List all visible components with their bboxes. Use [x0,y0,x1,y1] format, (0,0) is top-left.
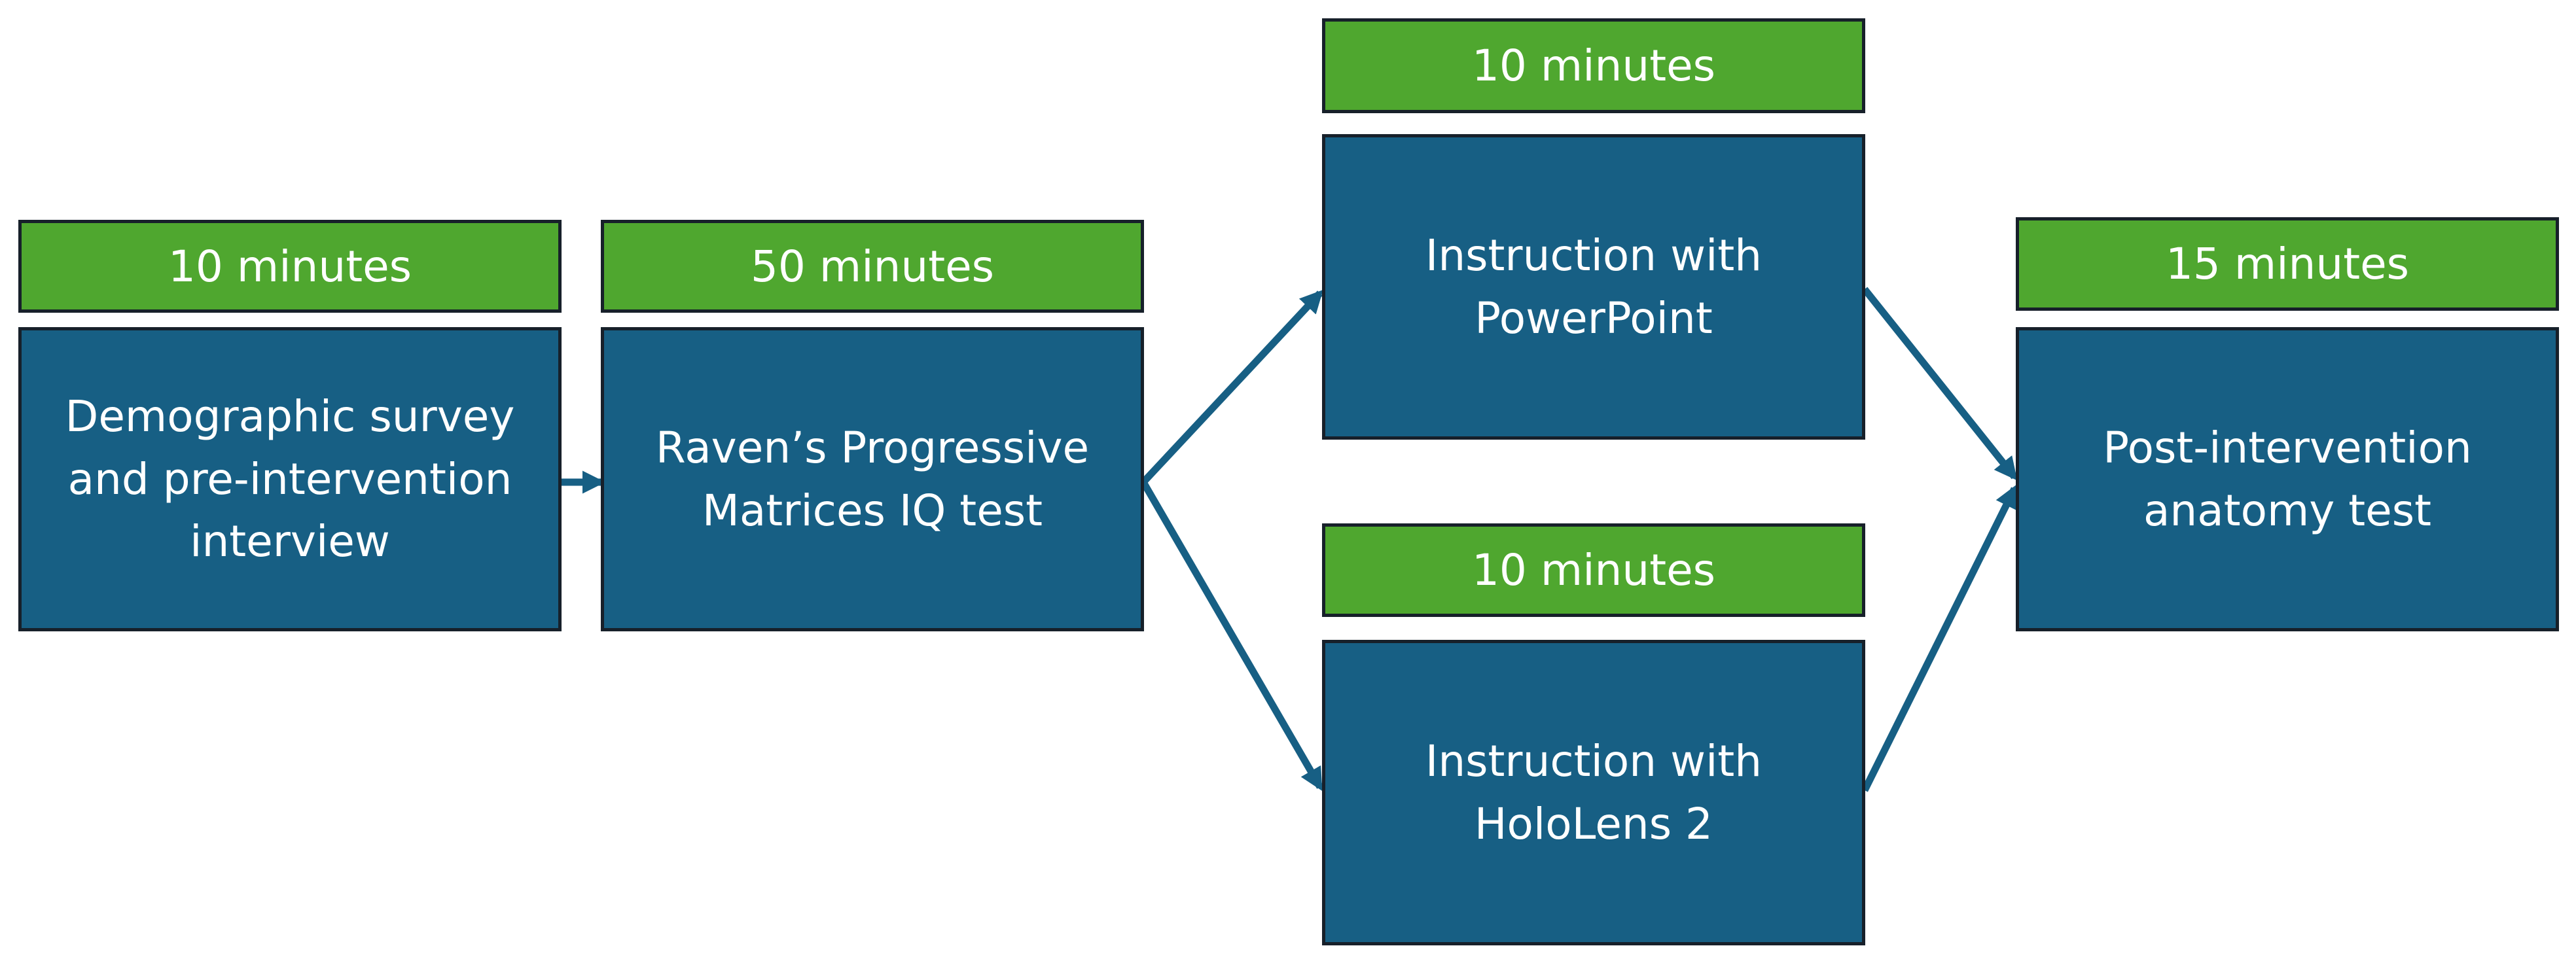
duration-powerpoint: 10 minutes [1322,18,1865,113]
step-raven-iq-test: Raven’s Progressive Matrices IQ test [601,327,1144,631]
arrow-raven-to-powerpoint [1140,289,1323,485]
step-demographic-survey-label: Demographic survey and pre-intervention … [65,391,515,567]
step-raven-iq-test-label: Raven’s Progressive Matrices IQ test [655,422,1090,536]
step-instruction-hololens: Instruction with HoloLens 2 [1322,640,1865,945]
duration-survey-label: 10 minutes [168,241,412,292]
arrow-powerpoint-to-posttest [1861,287,2018,481]
duration-posttest: 15 minutes [2016,217,2559,311]
duration-posttest-label: 15 minutes [2165,239,2410,289]
duration-hololens-label: 10 minutes [1471,545,1716,595]
duration-raven-label: 50 minutes [750,241,995,292]
step-post-intervention-test: Post-intervention anatomy test [2016,327,2559,631]
arrow-hololens-to-posttest [1861,484,2018,792]
duration-powerpoint-label: 10 minutes [1471,41,1716,91]
step-demographic-survey: Demographic survey and pre-intervention … [18,327,562,631]
step-post-intervention-test-label: Post-intervention anatomy test [2103,422,2472,536]
step-instruction-hololens-label: Instruction with HoloLens 2 [1425,735,1762,849]
step-instruction-powerpoint-label: Instruction with PowerPoint [1425,230,1762,343]
duration-hololens: 10 minutes [1322,523,1865,617]
duration-survey: 10 minutes [18,220,562,313]
duration-raven: 50 minutes [601,220,1144,313]
step-instruction-powerpoint: Instruction with PowerPoint [1322,134,1865,440]
arrow-raven-to-hololens [1140,480,1323,792]
